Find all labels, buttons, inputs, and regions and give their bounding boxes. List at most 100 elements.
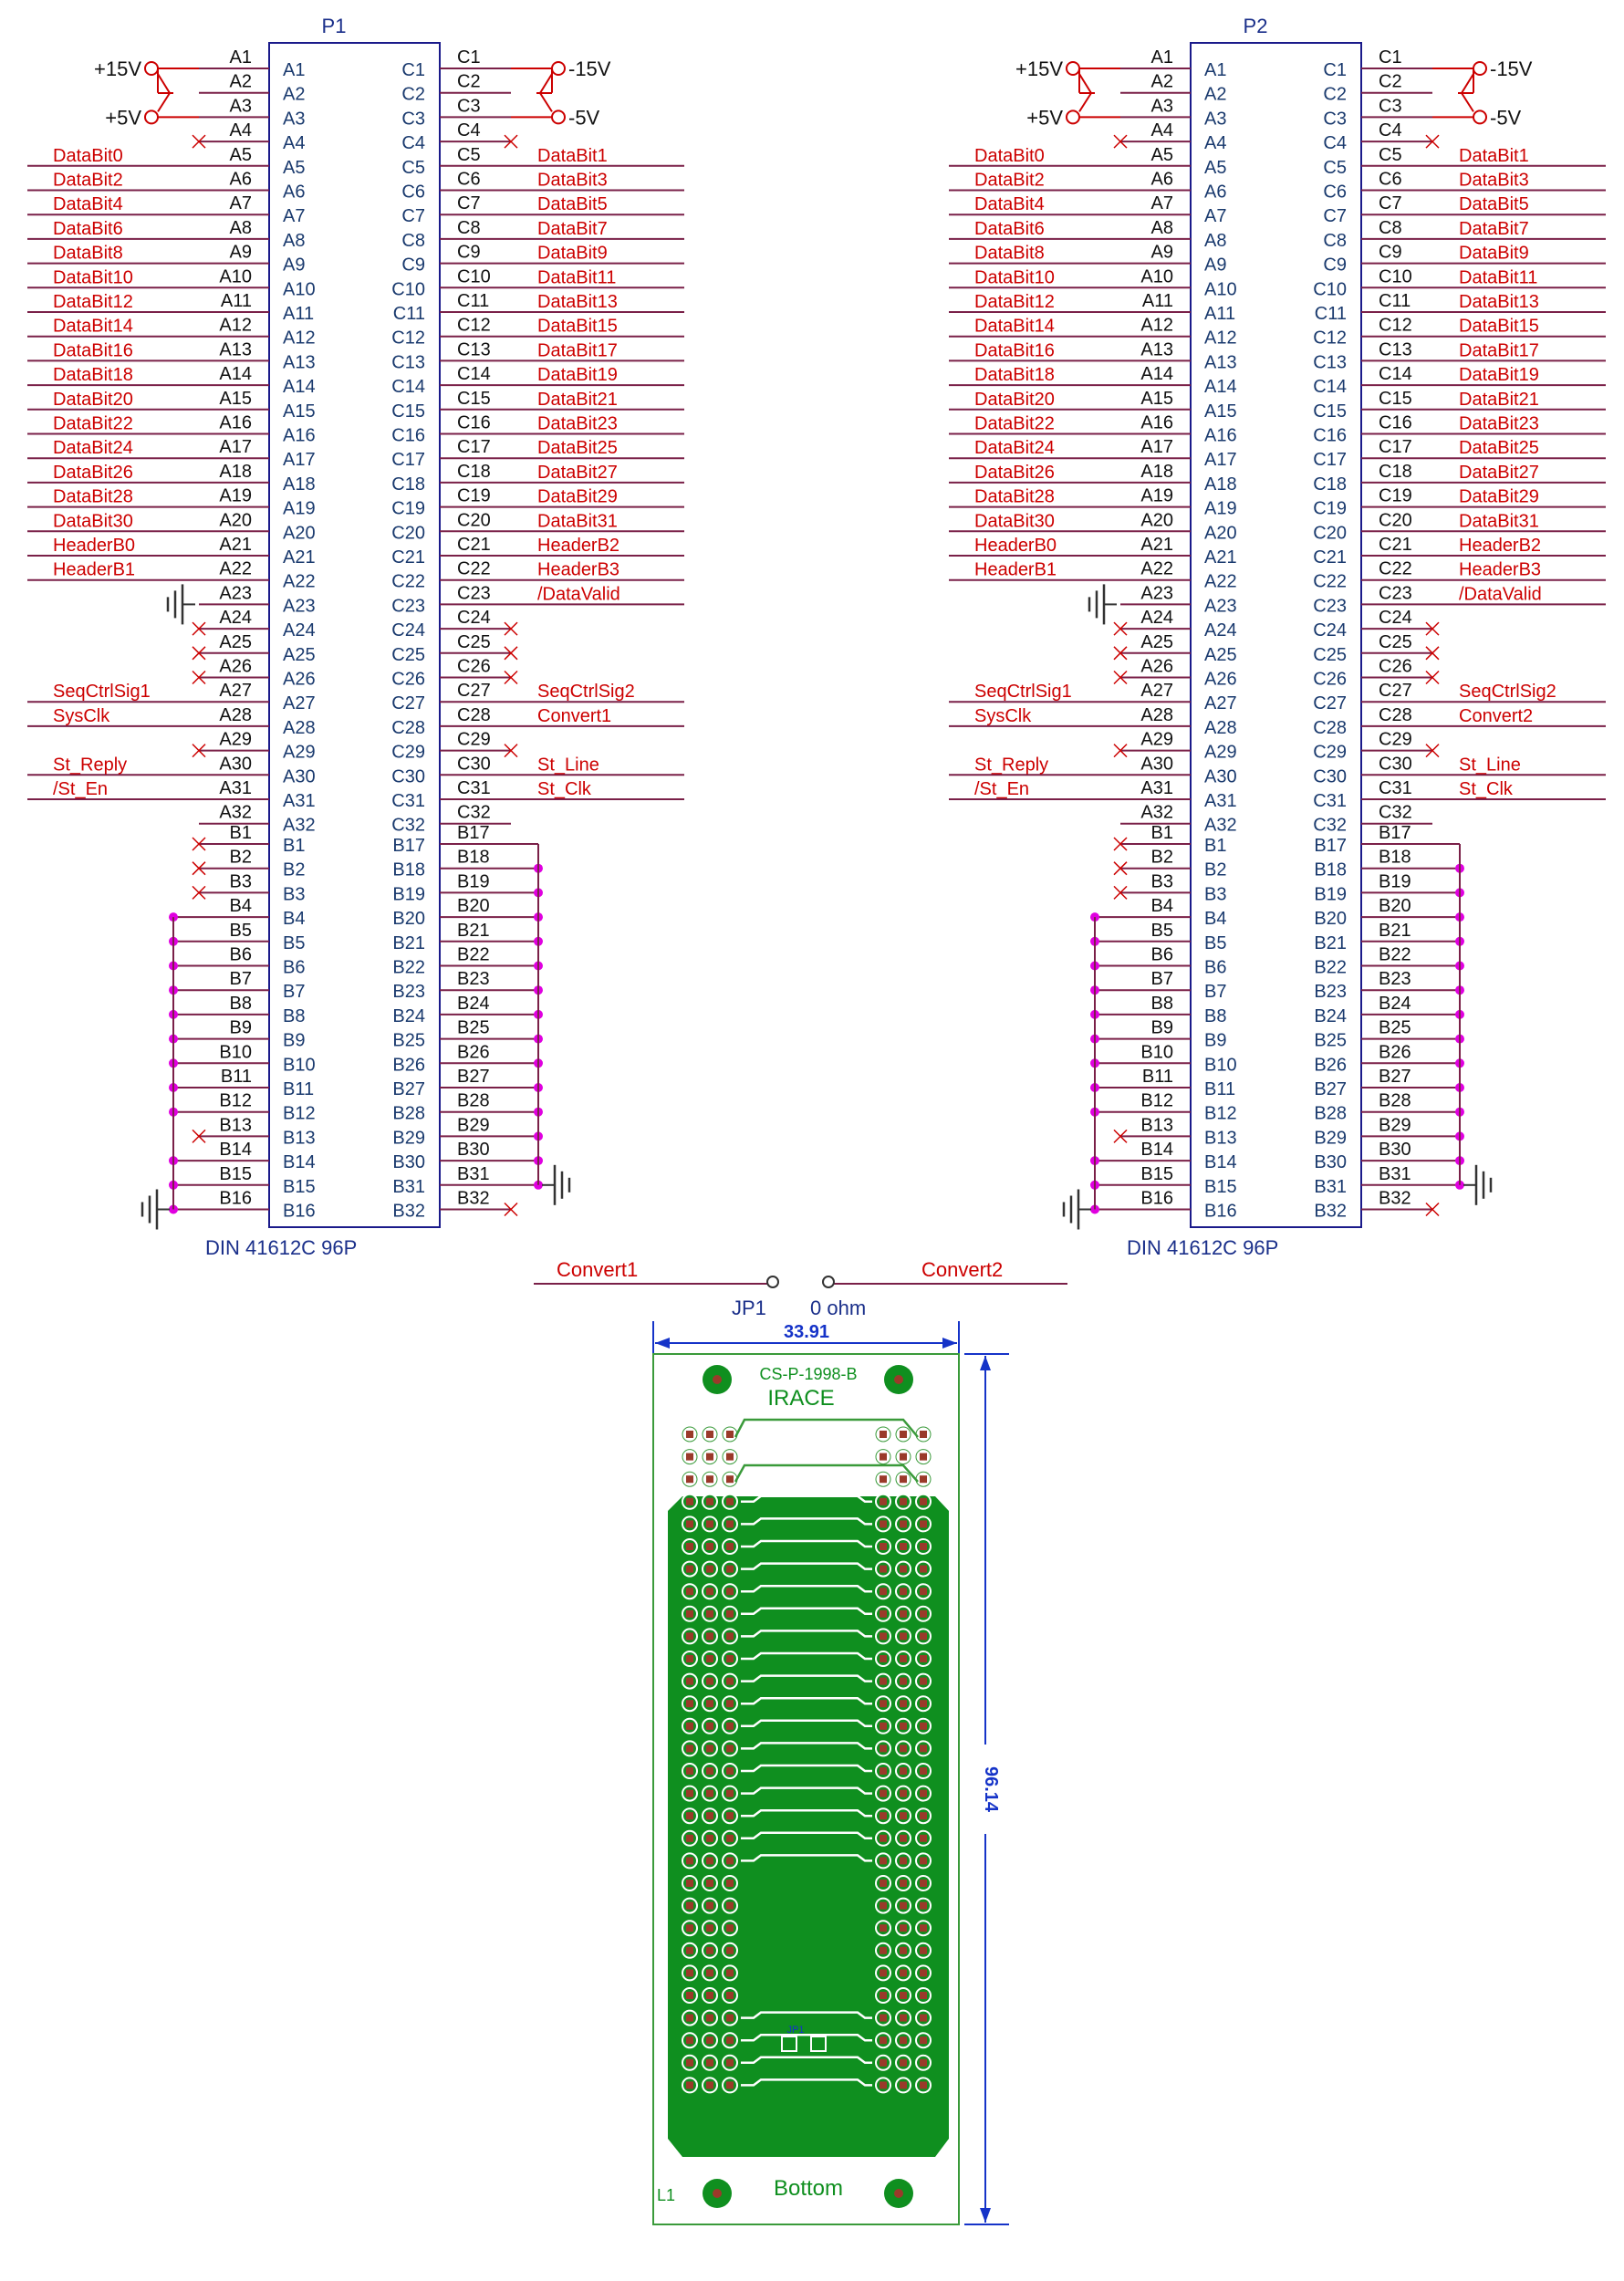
pcb-drill (900, 1497, 907, 1505)
pcb-drill (920, 1520, 927, 1528)
no-connect-stroke (1113, 646, 1128, 661)
net-label-a9: DataBit8 (974, 244, 1045, 264)
pcb-drill (726, 2081, 734, 2089)
pcb-drill (920, 1700, 927, 1708)
pin-number-c32: C32 (1379, 803, 1412, 823)
pin-name-b22: B22 (1314, 958, 1347, 978)
pin-name-b29: B29 (392, 1128, 425, 1148)
net-label-c30: St_Line (1459, 755, 1521, 775)
net-label-c12: DataBit15 (537, 317, 618, 337)
net-label-a20: DataBit30 (974, 511, 1055, 531)
pin-number-a24: A24 (1140, 608, 1173, 628)
pin-name-a28: A28 (283, 718, 316, 738)
pin-name-a4: A4 (283, 133, 305, 153)
pcb-drill (920, 2058, 927, 2067)
pcb-drill (706, 1745, 713, 1753)
net-label-a28: SysClk (53, 706, 110, 726)
pin-number-a16: A16 (219, 413, 252, 433)
pin-number-a29: A29 (1140, 730, 1173, 750)
net-label-c5: DataBit1 (537, 146, 608, 166)
pin-number-a26: A26 (1140, 657, 1173, 677)
pin-name-c7: C7 (1323, 206, 1347, 226)
net-label-c15: DataBit21 (1459, 390, 1539, 410)
pcb-drill (920, 1543, 927, 1550)
net-label-c17: DataBit25 (537, 438, 618, 458)
pcb-drill (900, 1700, 907, 1708)
pcb-dimension-width: 33.91 (652, 1321, 960, 1359)
pcb-drill (686, 1677, 693, 1685)
pin-name-c12: C12 (391, 328, 425, 349)
pcb-drill (900, 1969, 907, 1977)
pin-name-c27: C27 (1313, 693, 1347, 713)
net-label-a18: DataBit26 (53, 463, 133, 483)
pin-number-c8: C8 (457, 218, 481, 238)
pin-number-c29: C29 (1379, 730, 1412, 750)
pcb-drill (686, 1834, 693, 1842)
pin-number-b17: B17 (457, 823, 490, 843)
net-label-a31: /St_En (53, 779, 108, 799)
pin-number-a31: A31 (219, 778, 252, 798)
net-label-a18: DataBit26 (974, 463, 1055, 483)
pin-number-a27: A27 (219, 681, 252, 701)
pcb-drill (880, 1789, 887, 1797)
pin-number-c31: C31 (1379, 778, 1412, 798)
pin-number-a25: A25 (219, 632, 252, 652)
connector-body (268, 42, 441, 1228)
pin-name-c24: C24 (391, 620, 425, 641)
pin-number-a18: A18 (219, 462, 252, 482)
pin-name-a13: A13 (283, 352, 316, 372)
pin-name-b25: B25 (1314, 1031, 1347, 1051)
pin-name-c10: C10 (1313, 279, 1347, 299)
pin-name-a7: A7 (283, 206, 305, 226)
pin-number-a28: A28 (219, 705, 252, 725)
pin-number-a26: A26 (219, 657, 252, 677)
pin-name-a12: A12 (1204, 328, 1237, 349)
pcb-drill (880, 1745, 887, 1753)
net-label-a31: /St_En (974, 779, 1029, 799)
pin-name-c7: C7 (401, 206, 425, 226)
pin-number-c11: C11 (457, 291, 489, 311)
pin-number-c19: C19 (1379, 486, 1412, 506)
pin-name-c28: C28 (1313, 718, 1347, 738)
pcb-drill (900, 1520, 907, 1528)
pcb-trace (741, 1696, 872, 1705)
net-label-c11: DataBit13 (1459, 292, 1539, 312)
pin-name-b24: B24 (392, 1006, 425, 1026)
net-label-c22: HeaderB3 (537, 560, 619, 580)
pin-name-c25: C25 (391, 645, 425, 665)
pcb-drill (880, 1700, 887, 1708)
pcb-drill (920, 1655, 927, 1662)
pin-name-c23: C23 (1313, 596, 1347, 616)
pin-number-b1: B1 (1151, 823, 1173, 843)
pcb-drill (900, 2081, 907, 2089)
pin-number-c6: C6 (1379, 170, 1402, 190)
pin-number-c10: C10 (457, 266, 491, 286)
pin-name-a8: A8 (283, 231, 305, 251)
no-connect-mark (504, 744, 518, 758)
net-label-c9: DataBit9 (537, 244, 608, 264)
power-link (1078, 68, 1095, 93)
net-label-a10: DataBit10 (53, 267, 133, 287)
no-connect-stroke (192, 861, 206, 876)
pin-number-c32: C32 (457, 803, 491, 823)
power-link (1458, 68, 1474, 93)
pin-number-a14: A14 (1140, 364, 1173, 384)
net-label-a21: HeaderB0 (53, 536, 135, 556)
pin-number-b31: B31 (457, 1164, 490, 1184)
no-connect-mark (1425, 1202, 1440, 1217)
pin-name-c21: C21 (391, 547, 425, 568)
net-label-a7: DataBit4 (53, 194, 123, 214)
pin-number-a11: A11 (1142, 291, 1173, 311)
pcb-drill (686, 1475, 693, 1484)
pin-number-c25: C25 (457, 632, 491, 652)
pin-name-c16: C16 (391, 426, 425, 446)
pcb-drill (900, 1767, 907, 1775)
pcb-drill (920, 2081, 927, 2089)
pcb-drill (726, 1812, 734, 1820)
pcb-drill (726, 1767, 734, 1775)
pin-name-b31: B31 (392, 1177, 425, 1197)
pin-number-a7: A7 (230, 193, 252, 214)
pin-number-c30: C30 (1379, 754, 1412, 774)
net-label-a9: DataBit8 (53, 244, 123, 264)
